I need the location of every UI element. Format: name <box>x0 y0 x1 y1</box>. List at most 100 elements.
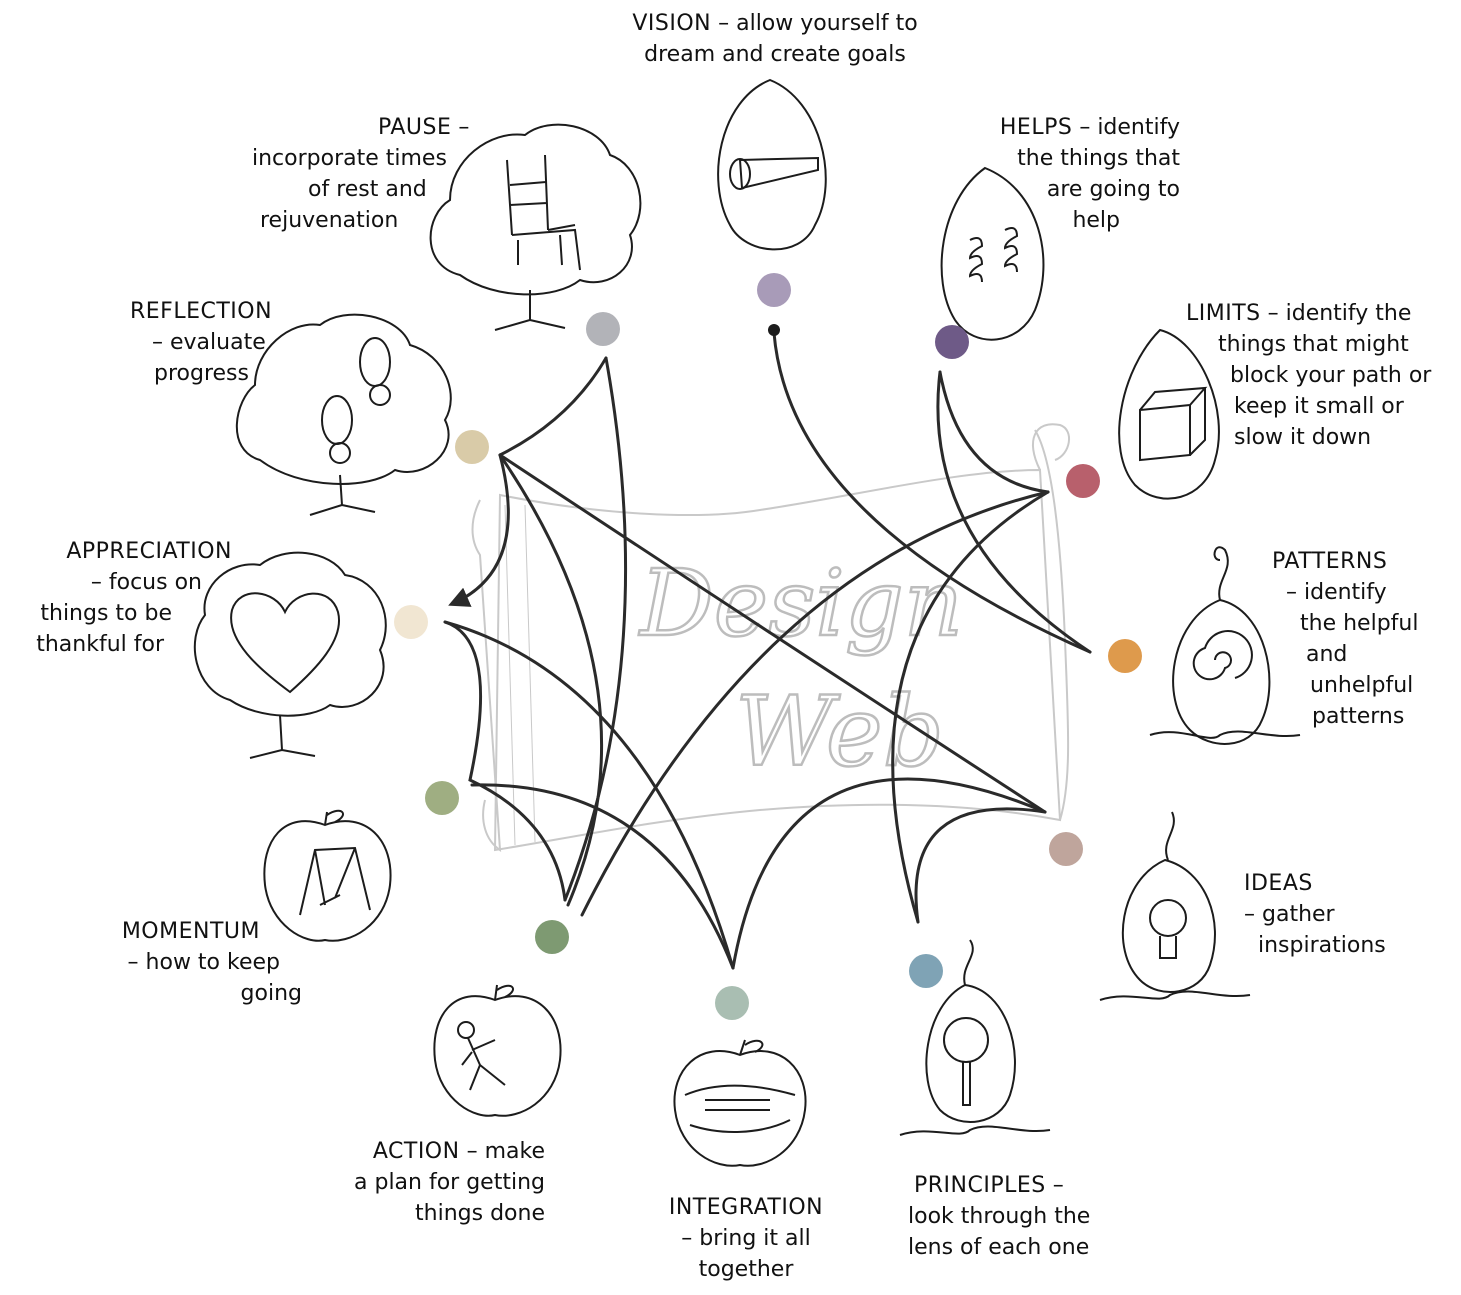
label-limits: LIMITS – identify the things that might … <box>1186 298 1446 453</box>
label-limits-line: block your path or <box>1230 363 1432 388</box>
label-action: ACTION – make a plan for getting things … <box>330 1136 545 1229</box>
label-pause-line: – <box>458 115 470 140</box>
label-action-line: a plan for getting <box>354 1170 545 1195</box>
label-principles-heading: PRINCIPLES <box>914 1173 1046 1198</box>
connector-reflection-appreciation <box>448 453 510 607</box>
footprints-icon <box>235 313 452 516</box>
label-pause-line: incorporate times <box>252 146 447 171</box>
label-vision-line: – allow yourself to <box>718 11 918 36</box>
node-dot-momentum <box>425 781 459 815</box>
label-limits-line: keep it small or <box>1234 394 1404 419</box>
connector-appreciation-integration <box>443 620 735 970</box>
heart-icon <box>193 551 387 759</box>
label-integration-line: – bring it all <box>681 1226 811 1251</box>
connector-vision-patterns <box>772 331 1092 654</box>
label-appreciation: APPRECIATION – focus on things to be tha… <box>24 536 232 660</box>
label-patterns-line: – identify <box>1286 580 1387 605</box>
sketch-icons <box>193 78 1301 1167</box>
label-ideas: IDEAS – gather inspirations <box>1244 868 1424 961</box>
swing-icon <box>263 809 392 942</box>
label-reflection-line: – evaluate <box>152 330 266 355</box>
label-appreciation-line: thankful for <box>36 632 164 657</box>
connector-reflection-action <box>498 453 604 907</box>
label-patterns: PATTERNS – identify the helpful and unhe… <box>1272 546 1452 732</box>
label-principles: PRINCIPLES – look through the lens of ea… <box>908 1170 1128 1263</box>
center-title-web: Web <box>735 676 944 788</box>
label-patterns-line: and <box>1306 642 1348 667</box>
label-helps-line: are going to <box>1046 177 1180 202</box>
label-limits-line: slow it down <box>1234 425 1372 450</box>
label-momentum-line: – how to keep <box>127 950 280 975</box>
label-reflection-heading: REFLECTION <box>130 299 273 324</box>
connector-integration-momentum <box>470 783 735 970</box>
node-dot-action <box>535 920 569 954</box>
connector-helps-limits <box>938 370 1050 494</box>
label-integration-line: together <box>698 1257 794 1282</box>
label-patterns-line: the helpful <box>1300 611 1419 636</box>
node-dot-principles <box>909 954 943 988</box>
node-dot-limits <box>1066 464 1100 498</box>
node-dot-vision <box>757 273 791 307</box>
label-limits-heading: LIMITS <box>1186 301 1261 326</box>
label-vision-heading: VISION <box>632 11 712 36</box>
connector-limits-action <box>580 490 1050 917</box>
label-helps-line: help <box>1072 208 1120 233</box>
label-pause-heading: PAUSE <box>378 115 452 140</box>
label-momentum: MOMENTUM – how to keep going <box>86 916 302 1009</box>
node-dot-appreciation <box>394 605 428 639</box>
label-action-line: – make <box>466 1139 545 1164</box>
label-vision-line: dream and create goals <box>644 42 906 67</box>
springs-icon <box>940 166 1045 341</box>
label-action-line: things done <box>415 1201 545 1226</box>
connector-ideas-integration <box>731 777 1047 970</box>
label-momentum-line: going <box>240 981 302 1006</box>
connector-helps-patterns <box>936 370 1092 654</box>
label-principles-line: – <box>1052 1173 1064 1198</box>
telescope-icon <box>717 78 827 251</box>
label-pause-line: of rest and <box>308 177 427 202</box>
label-pause: PAUSE – incorporate times of rest and re… <box>252 112 492 236</box>
label-principles-line: lens of each one <box>908 1235 1090 1260</box>
label-ideas-line: – gather <box>1244 902 1335 927</box>
label-helps-line: the things that <box>1017 146 1180 171</box>
magnifier-icon <box>899 939 1051 1136</box>
label-appreciation-heading: APPRECIATION <box>66 539 232 564</box>
lightbulb-icon <box>1099 811 1251 1001</box>
label-momentum-heading: MOMENTUM <box>121 919 260 944</box>
node-dot-ideas <box>1049 832 1083 866</box>
label-patterns-line: unhelpful <box>1310 673 1414 698</box>
node-dot-reflection <box>455 430 489 464</box>
label-principles-line: look through the <box>908 1204 1091 1229</box>
running-figure-icon <box>433 984 562 1117</box>
vision-connector-dot <box>768 324 780 336</box>
label-limits-line: – identify the <box>1267 301 1412 326</box>
node-dots <box>394 273 1142 1020</box>
label-patterns-line: patterns <box>1312 704 1405 729</box>
label-ideas-line: inspirations <box>1258 933 1386 958</box>
label-helps: HELPS – identify the things that are goi… <box>960 112 1180 236</box>
center-title-design: Design <box>638 550 963 657</box>
connector-limits-principles <box>891 490 1050 924</box>
web-connectors <box>443 331 1092 970</box>
label-helps-line: – identify <box>1079 115 1180 140</box>
node-dot-helps <box>935 325 969 359</box>
label-patterns-heading: PATTERNS <box>1272 549 1388 574</box>
connector-reflection-ideas <box>498 453 1047 814</box>
label-integration: INTEGRATION – bring it all together <box>646 1192 846 1285</box>
node-dot-pause <box>586 312 620 346</box>
label-reflection: REFLECTION – evaluate progress <box>130 296 300 389</box>
label-reflection-line: progress <box>154 361 249 386</box>
label-vision: VISION – allow yourself to dream and cre… <box>600 8 950 70</box>
label-helps-heading: HELPS <box>999 115 1073 140</box>
connector-pause-action <box>563 356 628 902</box>
spiral-icon <box>1149 546 1301 745</box>
connector-ideas-principles <box>914 807 1047 924</box>
block-icon <box>1118 328 1220 500</box>
label-limits-line: things that might <box>1218 332 1409 357</box>
label-appreciation-line: – focus on <box>90 570 202 595</box>
connector-pause-reflection <box>498 356 608 457</box>
hands-icon <box>673 1039 807 1167</box>
label-integration-heading: INTEGRATION <box>668 1195 824 1220</box>
label-action-heading: ACTION <box>372 1139 460 1164</box>
